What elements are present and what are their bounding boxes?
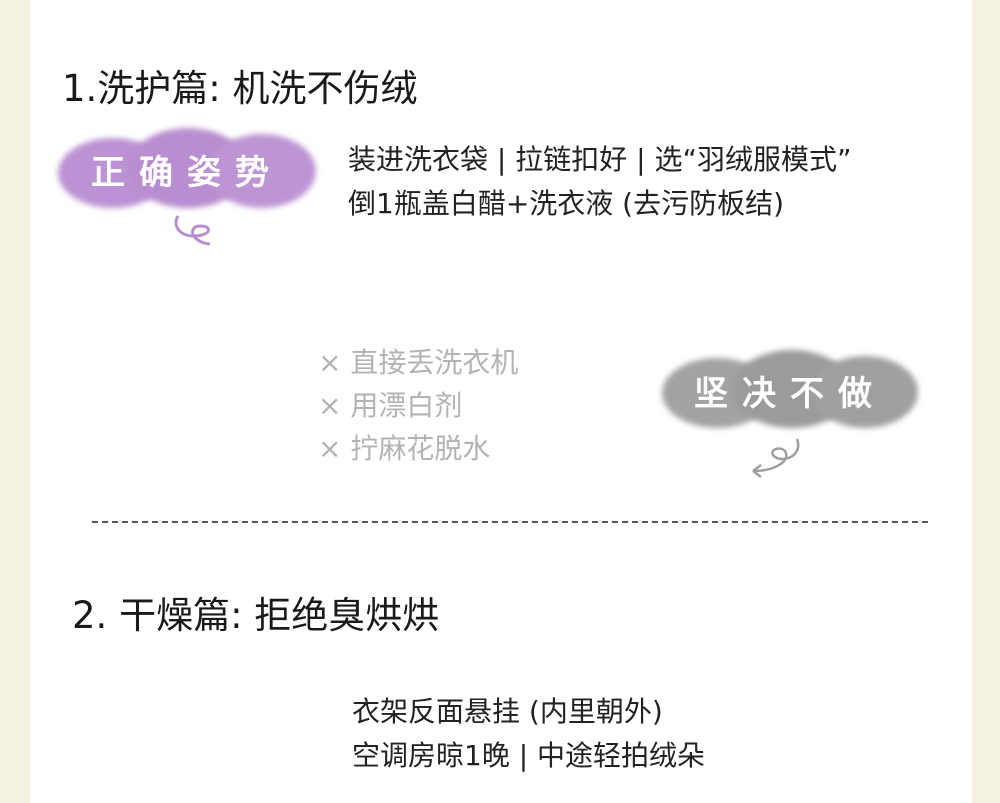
- correct-badge-label: 正确姿势: [91, 152, 283, 193]
- never-badge: 坚决不做: [662, 350, 918, 430]
- never-item: × 用漂白剂: [318, 389, 463, 422]
- correct-badge: 正确姿势: [58, 128, 316, 210]
- section2-title: 2. 干燥篇: 拒绝臭烘烘: [72, 594, 440, 637]
- swirl-arrow-icon: [174, 215, 211, 246]
- correct-line-2: 倒1瓶盖白醋+洗衣液 (去污防板结): [348, 187, 785, 220]
- swirl-arrow-icon: [752, 438, 800, 478]
- correct-line-1: 装进洗衣袋 | 拉链扣好 | 选“羽绒服模式”: [348, 143, 852, 176]
- never-item: × 拧麻花脱水: [318, 432, 491, 465]
- section1-title: 1.洗护篇: 机洗不伤绒: [62, 67, 418, 110]
- dry-line-2: 空调房晾1晚 | 中途轻拍绒朵: [352, 739, 706, 772]
- never-badge-label: 坚决不做: [694, 373, 886, 414]
- section-divider: [92, 521, 928, 523]
- dry-line-1: 衣架反面悬挂 (内里朝外): [352, 695, 663, 728]
- never-item: × 直接丢洗衣机: [318, 346, 519, 379]
